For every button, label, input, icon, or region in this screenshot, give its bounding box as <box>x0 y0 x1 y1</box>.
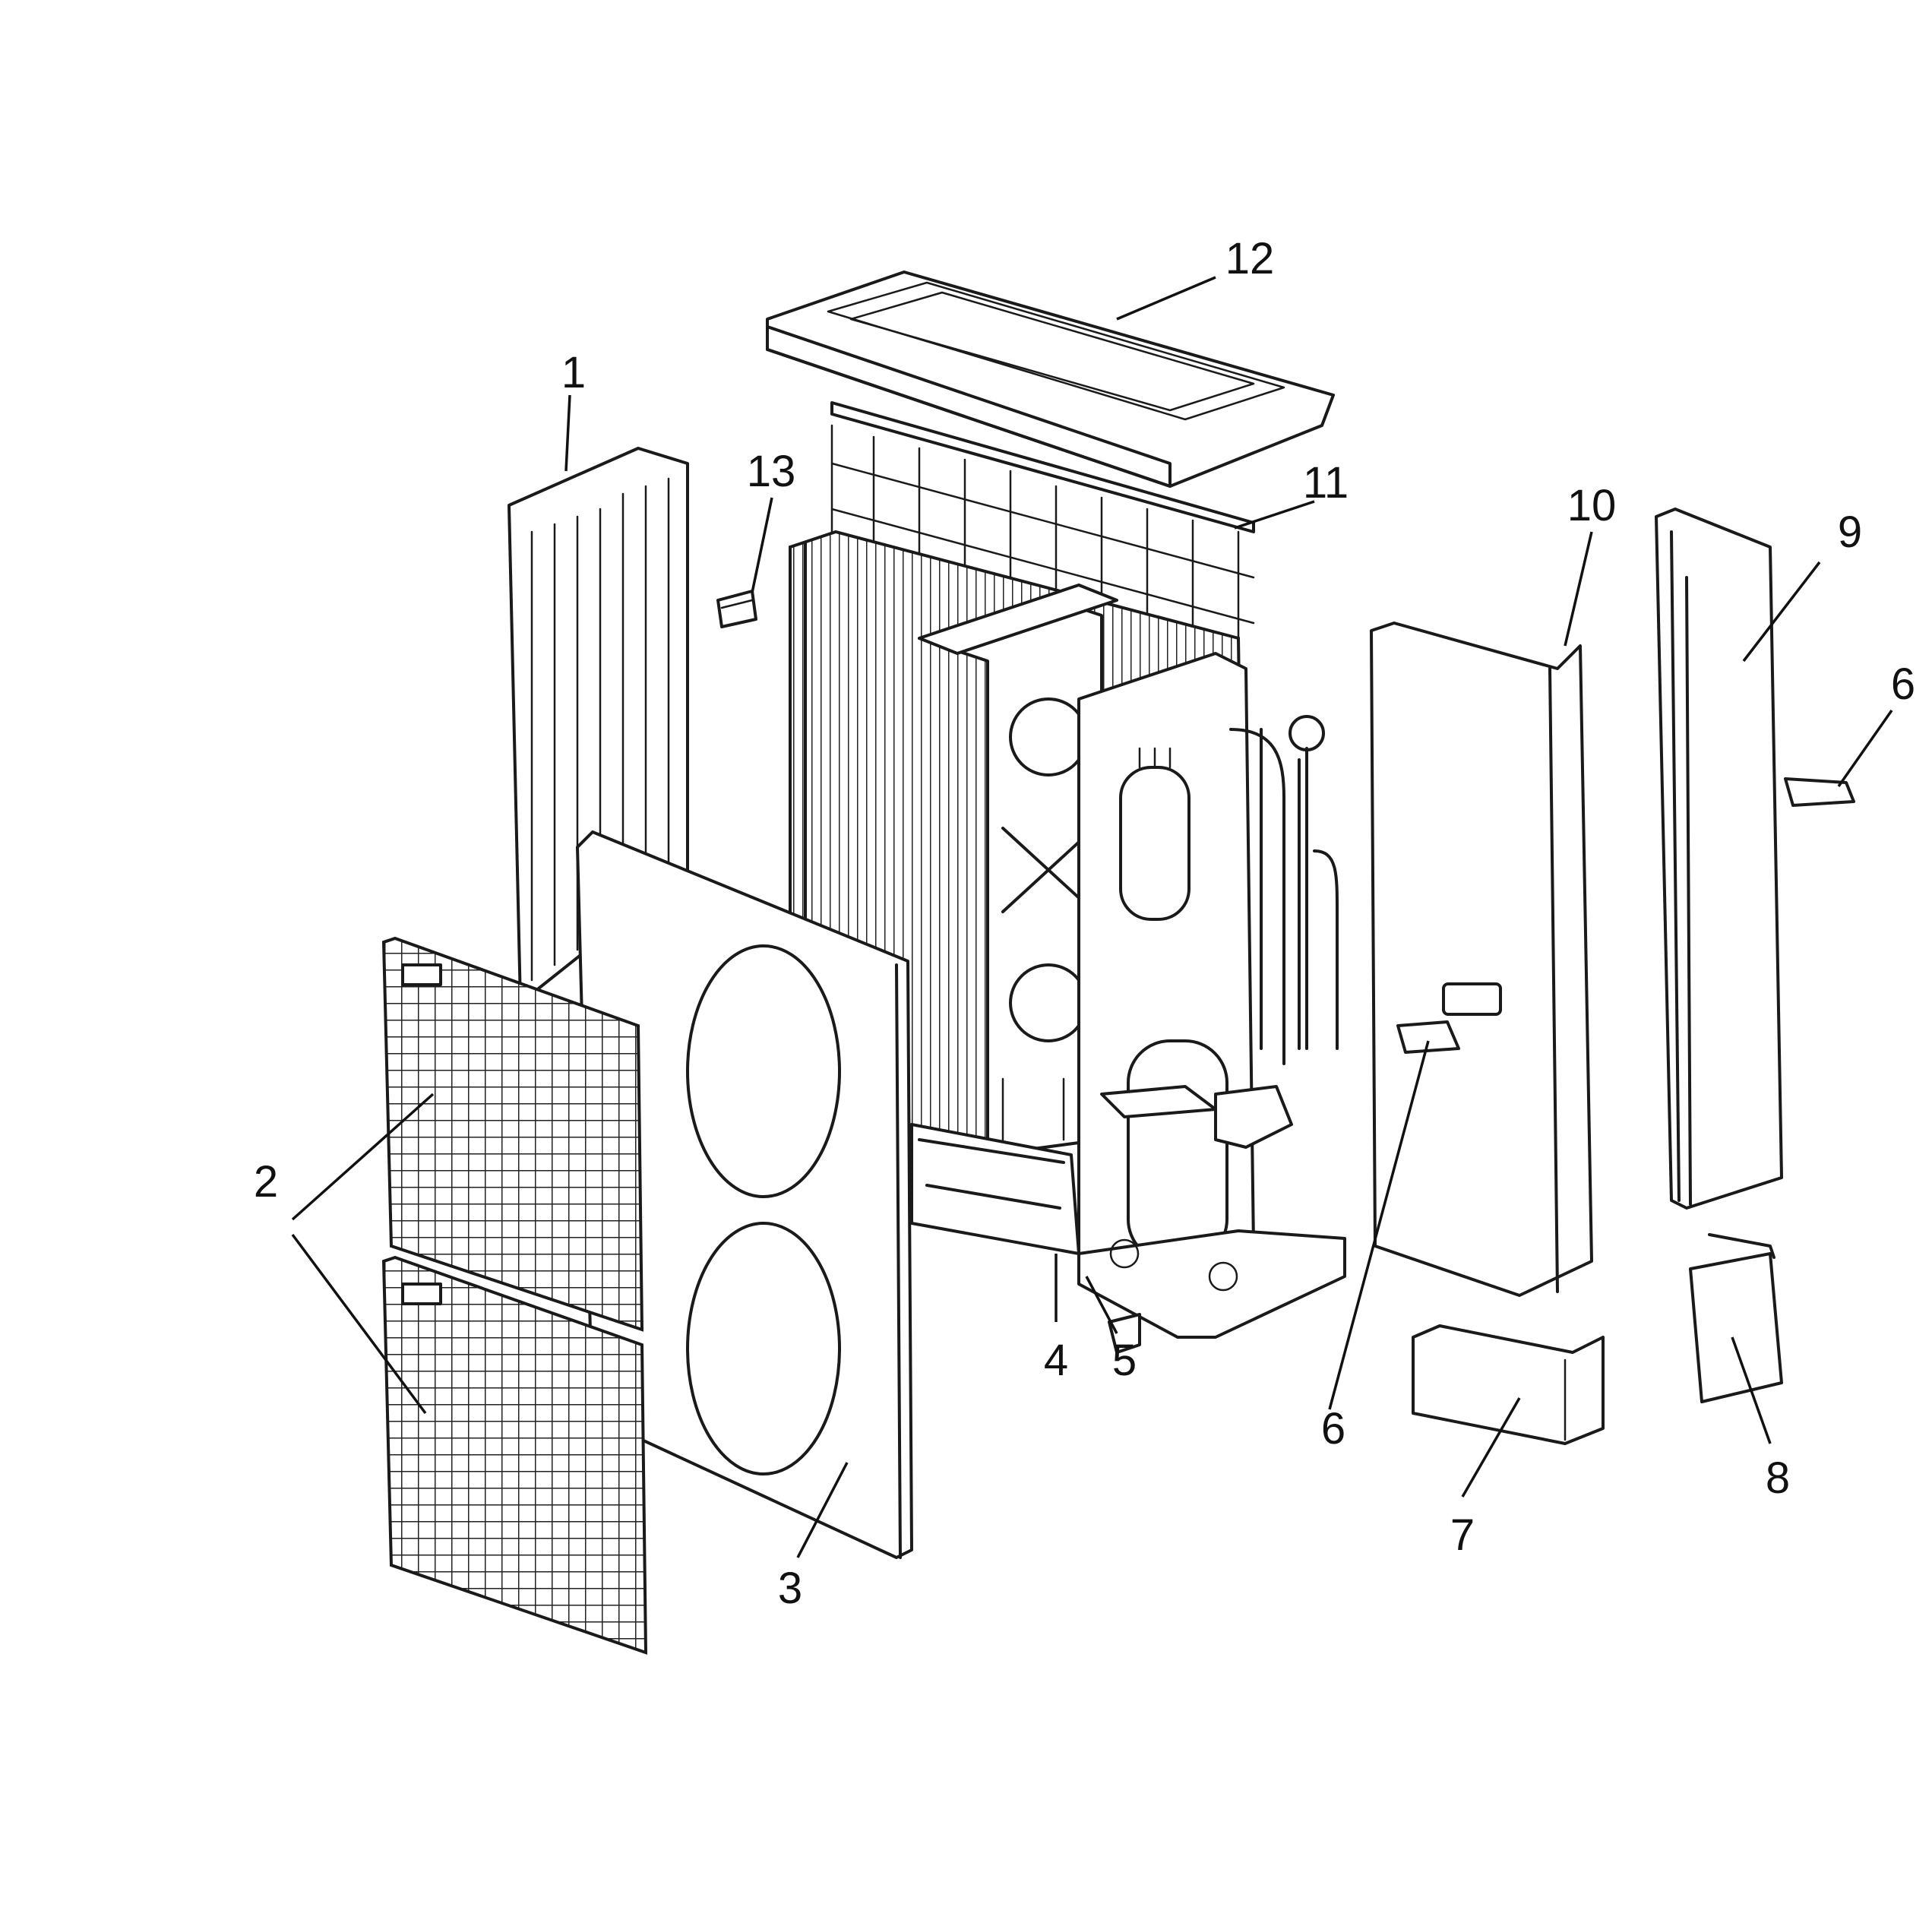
callout-10: 10 <box>1567 481 1617 530</box>
leader-lines <box>291 276 1893 1558</box>
callout-2: 2 <box>254 1157 278 1207</box>
callout-6-right: 6 <box>1891 659 1915 709</box>
callout-6-left: 6 <box>1321 1404 1345 1453</box>
part-handles <box>1396 777 1855 1054</box>
part-right-side-panel <box>1655 508 1783 1210</box>
part-base-pan <box>910 1123 1346 1354</box>
callout-7: 7 <box>1450 1510 1475 1560</box>
callout-13: 13 <box>747 447 796 496</box>
part-front-grilles <box>381 936 648 1655</box>
part-top-cover <box>766 270 1335 488</box>
part-lower-cover <box>1412 1324 1605 1445</box>
part-clip <box>716 590 757 628</box>
part-right-front-panel <box>1370 621 1593 1297</box>
callout-1: 1 <box>561 348 586 397</box>
callout-3: 3 <box>778 1564 802 1613</box>
part-small-bracket <box>1689 1233 1783 1403</box>
callout-11: 11 <box>1303 458 1349 508</box>
callout-8: 8 <box>1766 1453 1790 1503</box>
part-motor-bracket <box>918 584 1118 1156</box>
callout-4: 4 <box>1044 1336 1068 1385</box>
callout-9: 9 <box>1838 508 1862 557</box>
part-compressor-assembly <box>1077 652 1339 1278</box>
callout-5: 5 <box>1112 1336 1137 1385</box>
callout-12: 12 <box>1225 234 1275 283</box>
